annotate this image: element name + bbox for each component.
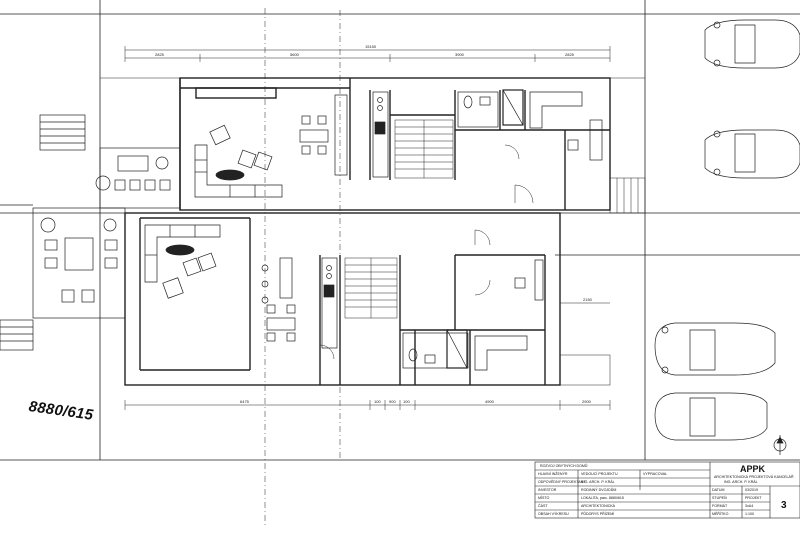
parked-car-1 — [704, 19, 800, 69]
dining-set-lower — [266, 304, 296, 342]
tb-row-1-value: ING. ARCH. P. KRÁL — [581, 480, 615, 484]
dim-bottom-3: 900 — [389, 399, 396, 404]
tb-meta-1-value: PROJEKT — [745, 496, 762, 500]
bottom-dimension-chain — [124, 302, 611, 410]
tb-row-5-label: OBSAH VÝKRESU — [538, 512, 569, 516]
terrace-furniture — [40, 155, 171, 303]
parked-car-3 — [654, 322, 776, 376]
tb-meta-0-label: DATUM — [712, 488, 725, 492]
dim-bottom-6: 2900 — [582, 399, 592, 404]
dim-bottom-4: 100 — [403, 399, 410, 404]
dimension-labels: 15150 2825 5600 3900 2825 6475 100 900 1… — [155, 44, 593, 404]
sofa-lower — [144, 224, 221, 283]
dim-top-4: 2825 — [565, 52, 575, 57]
tb-meta-2-value: 3xA4 — [745, 504, 754, 508]
tb-meta-0-value: 03/2019 — [745, 488, 758, 492]
tb-row-2-label: INVESTOR — [538, 488, 557, 492]
tb-meta-3-label: MĚŘÍTKO — [712, 512, 729, 516]
parcel-boundary-lines — [0, 0, 800, 461]
entrance-stairs — [559, 177, 646, 386]
rugs — [165, 169, 245, 256]
lower-unit-walls — [124, 212, 561, 386]
tb-meta-3-value: 1:100 — [745, 512, 754, 516]
tb-row-3-value: LOKALITA, parc. 8880/615 — [581, 496, 624, 500]
tb-row-0-value: VEDOUCÍ PROJEKTU — [581, 472, 618, 476]
north-arrow-icon — [773, 435, 787, 455]
bedroom-furniture — [474, 91, 603, 371]
sofa-upper — [194, 144, 283, 198]
terrace-upper — [39, 114, 181, 209]
dim-bottom-1: 6475 — [240, 399, 250, 404]
kitchen-lower — [261, 257, 338, 349]
tb-firm-subtitle-1: ARCHITEKTONICKÁ PROJEKTOVÁ KANCELÁŘ — [714, 475, 794, 479]
bathroom-upper — [457, 89, 524, 128]
tb-row-4-value: ARCHITEKTONICKÁ — [581, 504, 616, 508]
center-lines — [264, 8, 341, 525]
tb-row-0-label: HLAVNÍ INŽENÝR — [538, 472, 568, 476]
parked-car-2 — [704, 129, 800, 179]
dim-top-2: 5600 — [290, 52, 300, 57]
dim-bottom-5: 4900 — [485, 399, 495, 404]
kitchen-upper — [334, 91, 389, 178]
tb-meta-2-label: FORMÁT — [712, 504, 728, 508]
title-block-frame — [534, 461, 800, 519]
tb-row-3-label: MÍSTO — [538, 496, 550, 500]
door-swings — [319, 144, 534, 360]
dim-top-1: 2825 — [155, 52, 165, 57]
tb-row-1-label: ODPOVĚDNÝ PROJEKTANT — [538, 480, 586, 484]
staircase-lower — [344, 257, 398, 319]
staircase-upper — [394, 119, 454, 179]
top-dimension-chain — [100, 46, 645, 79]
dim-top-overall: 15150 — [365, 44, 377, 49]
tb-row-5-value: PŮDORYS PŘÍZEMÍ — [581, 512, 615, 516]
upper-unit-walls — [179, 77, 611, 211]
tb-row-4-label: ČÁST — [538, 504, 548, 508]
tb-sheet-number: 3 — [781, 500, 787, 511]
parked-car-4 — [654, 392, 768, 441]
dim-bottom-2: 100 — [374, 399, 381, 404]
dim-top-3: 3900 — [455, 52, 465, 57]
tb-row-0-extra: VYPRACOVAL — [643, 472, 668, 476]
tb-meta-1-label: STUPEŇ — [712, 496, 727, 500]
tb-row-2-value: RODINNÝ DVOJDŮM — [581, 488, 617, 492]
tb-firm-name: APPK — [740, 464, 766, 474]
armchairs — [162, 124, 273, 299]
terrace-lower — [0, 207, 126, 351]
tb-project-label: ROZVOJ OBYTNÝCH DOMŮ — [540, 464, 588, 468]
dim-right-side: 2150 — [583, 297, 593, 302]
bathroom-lower — [402, 329, 469, 369]
tb-firm-subtitle-2: ING. ARCH. P. KRÁL — [724, 480, 758, 484]
dining-set-upper — [299, 115, 329, 155]
